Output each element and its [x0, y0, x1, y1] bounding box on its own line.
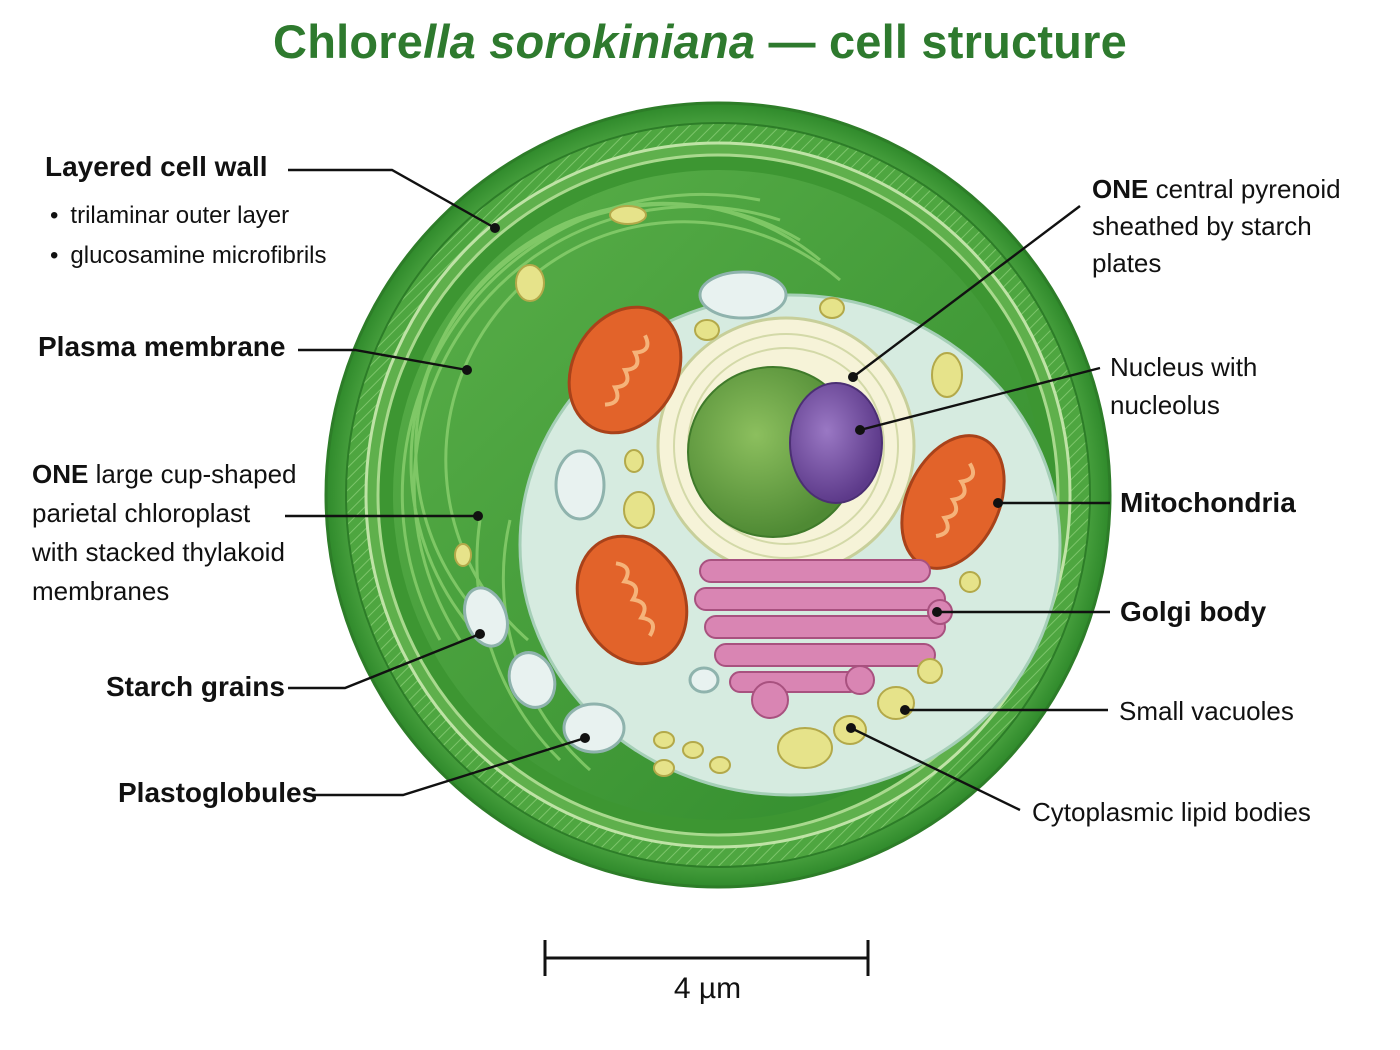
- label-plastoglobules: Plastoglobules: [118, 777, 318, 808]
- mitochondrion-lower: [575, 534, 689, 666]
- leader-cell-wall: [288, 168, 496, 230]
- label-chloroplast: ONE large cup-shaped parietal chloroplas…: [32, 459, 297, 606]
- cell-wall-bullets: trilaminar outer layer glucosamine micro…: [50, 196, 326, 276]
- leader-nucleus: [859, 366, 1101, 432]
- leader-dots: [462, 223, 1003, 743]
- leader-plasma-membrane: [298, 348, 468, 372]
- leader-plastoglobules: [313, 736, 586, 797]
- label-nucleus: Nucleus with nucleolus: [1110, 352, 1258, 420]
- label-plasma-membrane: Plasma membrane: [38, 331, 286, 362]
- nucleolus: [789, 382, 883, 504]
- label-starch-grains: Starch grains: [106, 671, 285, 702]
- label-lipid-bodies: Cytoplasmic lipid bodies: [1032, 797, 1311, 827]
- leader-lipid-bodies: [850, 726, 1021, 812]
- mitochondrion-upper: [567, 305, 683, 435]
- leader-starch-grains: [288, 632, 481, 690]
- label-pyrenoid: ONE central pyrenoid sheathed by starch …: [1092, 174, 1341, 278]
- label-golgi: Golgi body: [1120, 596, 1267, 627]
- page-title: Chlorella sorokiniana — cell structure: [273, 15, 1127, 68]
- label-cell-wall: Layered cell wall: [45, 151, 268, 182]
- golgi-body: [694, 559, 953, 719]
- cell-wall-bullet-2: glucosamine microfibrils: [50, 236, 326, 276]
- cell-wall-bullet-1: trilaminar outer layer: [50, 196, 326, 236]
- mitochondrion-right: [900, 434, 1006, 570]
- scale-bar-label: 4 µm: [673, 972, 742, 1005]
- scale-bar: [543, 940, 870, 976]
- label-vacuoles: Small vacuoles: [1119, 696, 1294, 726]
- leader-pyrenoid: [852, 205, 1081, 378]
- leader-lines: [285, 168, 1110, 812]
- label-mitochondria: Mitochondria: [1120, 487, 1296, 518]
